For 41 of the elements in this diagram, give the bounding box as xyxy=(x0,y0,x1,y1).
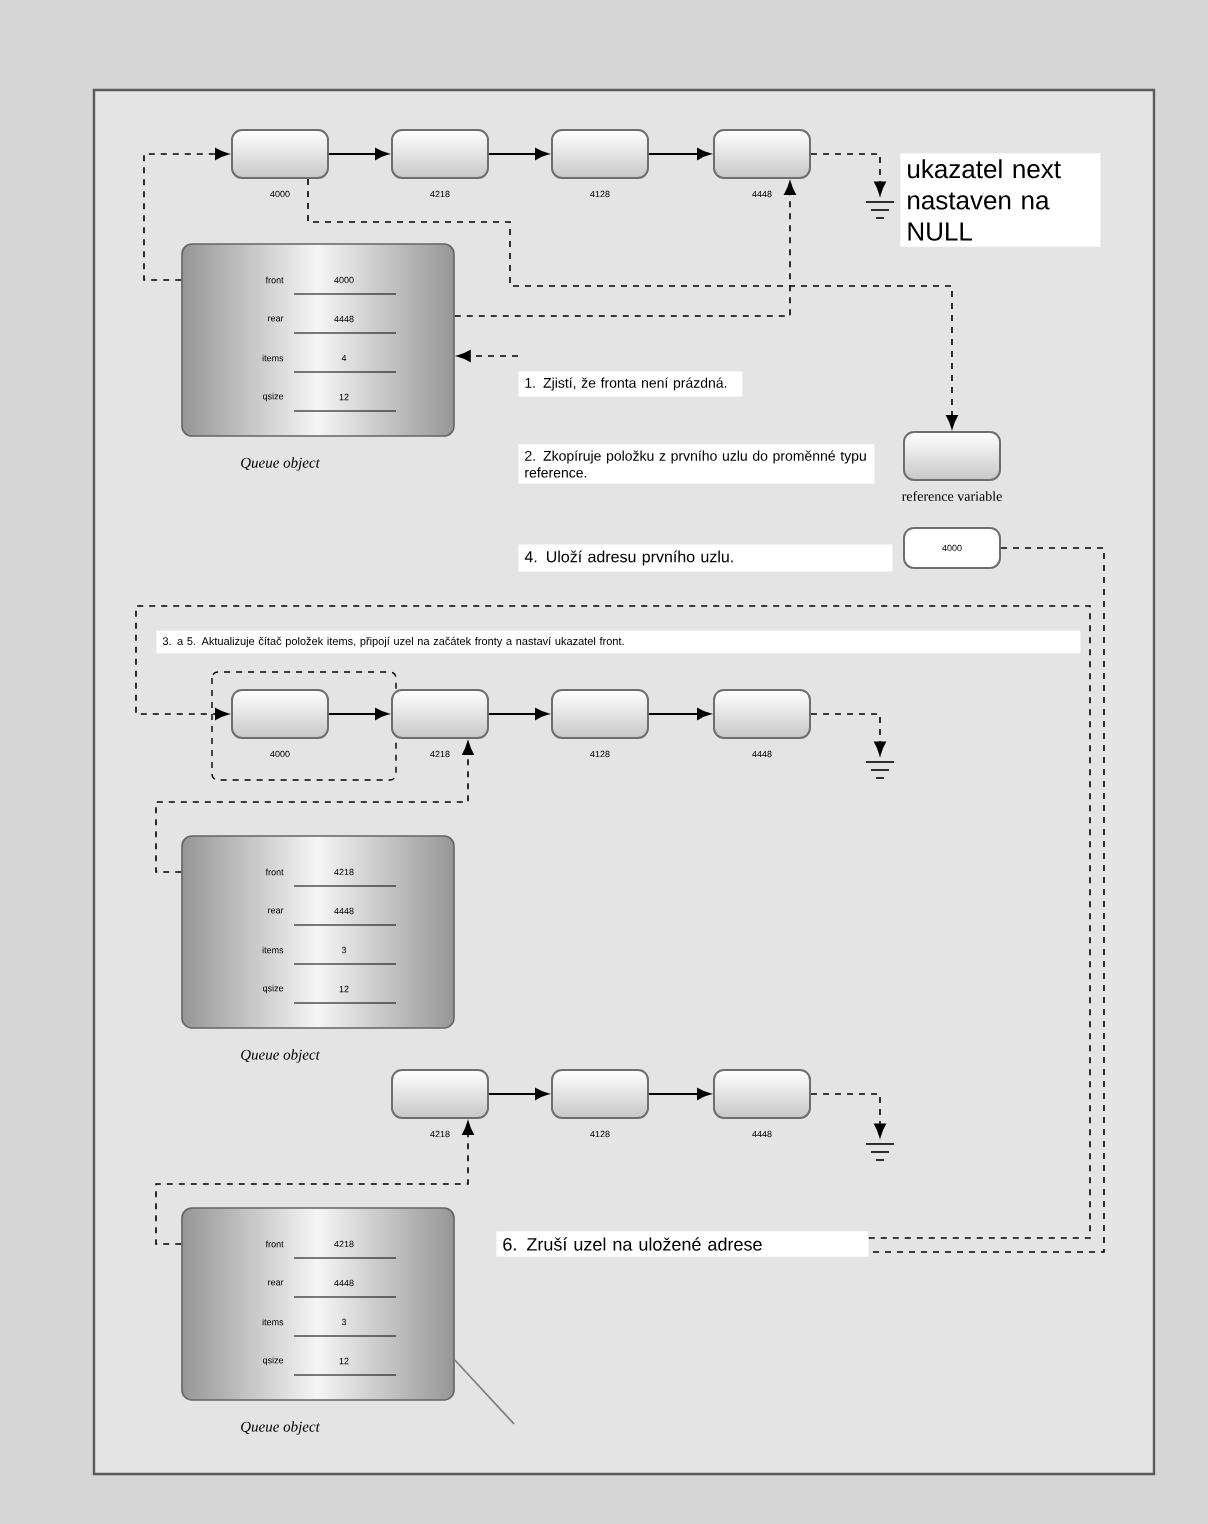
list-node-box xyxy=(231,689,329,739)
arrow xyxy=(648,148,711,160)
list-node-box xyxy=(391,129,489,179)
list-node-box xyxy=(713,1069,811,1119)
arrow xyxy=(488,708,549,720)
list-node-box xyxy=(551,1069,649,1119)
note-box: 4. Uloží adresu prvního uzlu. xyxy=(518,544,893,572)
connector xyxy=(868,547,1105,1253)
list-node-box xyxy=(903,431,1001,481)
arrow xyxy=(810,153,886,196)
queue-object-box xyxy=(181,835,455,1029)
arrow xyxy=(307,178,958,429)
arrow xyxy=(810,1093,886,1138)
list-node-box xyxy=(713,689,811,739)
list-node-box xyxy=(231,129,329,179)
list-node-box xyxy=(391,1069,489,1119)
ground-symbol xyxy=(865,761,895,779)
arrow xyxy=(457,350,519,362)
note-box: 6. Zruší uzel na uložené adrese xyxy=(496,1231,869,1257)
arrow xyxy=(488,148,549,160)
arrow xyxy=(328,708,389,720)
list-node-box xyxy=(551,689,649,739)
arrow xyxy=(155,1121,474,1245)
ground-symbol xyxy=(865,201,895,219)
list-node-box xyxy=(551,129,649,179)
arrow xyxy=(328,148,389,160)
arrow xyxy=(143,148,229,281)
queue-object-box xyxy=(181,243,455,437)
arrow xyxy=(135,605,1091,1239)
arrow xyxy=(488,1088,549,1100)
ground-symbol xyxy=(865,1143,895,1161)
arrow xyxy=(454,181,796,317)
leader-line xyxy=(453,1359,515,1425)
list-node-box xyxy=(713,129,811,179)
note-box: ukazatel next nastaven na NULL xyxy=(900,153,1101,247)
arrow xyxy=(155,741,474,873)
list-node-box xyxy=(391,689,489,739)
arrow xyxy=(810,713,886,756)
queue-object-box xyxy=(181,1207,455,1401)
arrow xyxy=(648,708,711,720)
arrow xyxy=(648,1088,711,1100)
